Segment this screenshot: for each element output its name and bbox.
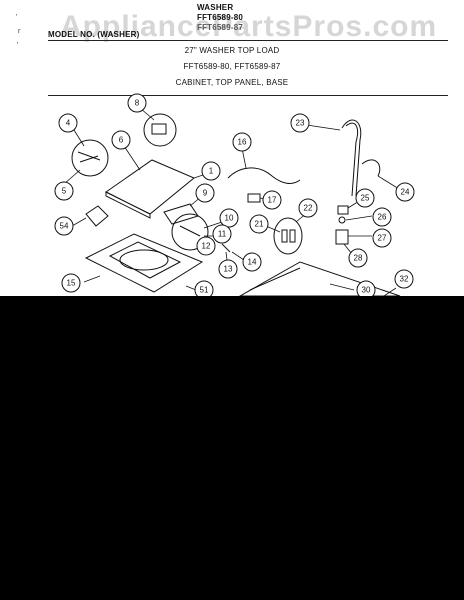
hose-coupling bbox=[337, 205, 349, 215]
svg-text:6: 6 bbox=[119, 136, 124, 145]
top-panel-frame bbox=[84, 233, 204, 293]
model-number-secondary: FFT6589-87 bbox=[197, 23, 244, 32]
svg-text:28: 28 bbox=[354, 254, 363, 263]
exploded-view-drawing: 4 8 6 1 5 16 23 9 17 25 24 54 10 11 12 2… bbox=[54, 93, 415, 296]
svg-text:24: 24 bbox=[401, 188, 410, 197]
svg-text:54: 54 bbox=[60, 222, 69, 231]
margin-mark: r bbox=[18, 28, 21, 35]
hose-guide bbox=[361, 159, 381, 177]
svg-text:5: 5 bbox=[62, 187, 67, 196]
callout-26[interactable]: 26 bbox=[372, 207, 392, 227]
model-number: FFT6589-80 bbox=[197, 13, 244, 22]
callout-5[interactable]: 5 bbox=[54, 181, 74, 201]
svg-text:23: 23 bbox=[296, 119, 305, 128]
blank-region bbox=[0, 296, 464, 600]
callout-11[interactable]: 11 bbox=[212, 224, 232, 244]
callout-21[interactable]: 21 bbox=[249, 214, 269, 234]
callout-12[interactable]: 12 bbox=[196, 236, 216, 256]
diagram-section: CABINET, TOP PANEL, BASE bbox=[175, 78, 289, 87]
callout-10[interactable]: 10 bbox=[219, 208, 239, 228]
callout-8[interactable]: 8 bbox=[127, 93, 147, 113]
svg-text:27: 27 bbox=[378, 234, 387, 243]
callout-9[interactable]: 9 bbox=[195, 183, 215, 203]
callout-30[interactable]: 30 bbox=[356, 280, 376, 296]
title-rule bbox=[48, 95, 448, 96]
callout-16[interactable]: 16 bbox=[232, 132, 252, 152]
appliance-label: WASHER bbox=[197, 3, 234, 12]
model-label: MODEL NO. (WASHER) bbox=[48, 30, 140, 39]
lid-switch-detail bbox=[143, 113, 177, 147]
diagram-title: 27" WASHER TOP LOAD bbox=[184, 46, 280, 55]
svg-text:9: 9 bbox=[203, 189, 208, 198]
svg-text:26: 26 bbox=[378, 213, 387, 222]
callout-51[interactable]: 51 bbox=[194, 280, 214, 296]
svg-text:12: 12 bbox=[202, 242, 211, 251]
svg-text:1: 1 bbox=[209, 167, 214, 176]
callout-14[interactable]: 14 bbox=[242, 252, 262, 272]
bracket-detail bbox=[273, 217, 303, 255]
svg-text:22: 22 bbox=[304, 204, 313, 213]
cabinet-base bbox=[238, 261, 401, 296]
callout-13[interactable]: 13 bbox=[218, 259, 238, 279]
callout-6[interactable]: 6 bbox=[111, 130, 131, 150]
svg-text:32: 32 bbox=[400, 275, 409, 284]
top-panel-opening bbox=[108, 241, 182, 279]
switch-detail bbox=[171, 213, 209, 251]
svg-text:21: 21 bbox=[255, 220, 264, 229]
svg-text:4: 4 bbox=[66, 119, 71, 128]
callout-23[interactable]: 23 bbox=[290, 113, 310, 133]
lid-panel-edge bbox=[105, 191, 151, 219]
drain-hose bbox=[345, 122, 359, 197]
lid-panel bbox=[105, 159, 195, 215]
diagram-models: FFT6589-80, FFT6589-87 bbox=[183, 62, 281, 71]
callout-1[interactable]: 1 bbox=[201, 161, 221, 181]
svg-text:11: 11 bbox=[218, 230, 227, 239]
svg-text:17: 17 bbox=[268, 196, 277, 205]
parts-diagram-sheet: AppliancePartsPros.com ' r ' WASHER FFT6… bbox=[0, 0, 464, 296]
margin-mark: ' bbox=[17, 42, 19, 49]
fill-hose bbox=[227, 167, 301, 184]
callout-4[interactable]: 4 bbox=[58, 113, 78, 133]
callout-24[interactable]: 24 bbox=[395, 182, 415, 202]
callout-25[interactable]: 25 bbox=[355, 188, 375, 208]
o-ring bbox=[338, 216, 346, 224]
callout-28[interactable]: 28 bbox=[348, 248, 368, 268]
svg-text:14: 14 bbox=[248, 258, 257, 267]
callout-17[interactable]: 17 bbox=[262, 190, 282, 210]
callout-32[interactable]: 32 bbox=[394, 269, 414, 289]
callout-15[interactable]: 15 bbox=[61, 273, 81, 293]
hose-clamp bbox=[247, 193, 261, 203]
svg-text:15: 15 bbox=[67, 279, 76, 288]
screw bbox=[221, 243, 231, 253]
callout-27[interactable]: 27 bbox=[372, 228, 392, 248]
svg-text:10: 10 bbox=[225, 214, 234, 223]
margin-mark: ' bbox=[16, 14, 18, 21]
svg-text:25: 25 bbox=[361, 194, 370, 203]
svg-text:30: 30 bbox=[362, 286, 371, 295]
svg-text:13: 13 bbox=[224, 265, 233, 274]
tub-clip bbox=[85, 205, 109, 227]
callout-22[interactable]: 22 bbox=[298, 198, 318, 218]
hose-adapter bbox=[335, 229, 349, 245]
hinge-detail bbox=[71, 139, 109, 177]
header-rule bbox=[48, 40, 448, 41]
svg-text:16: 16 bbox=[238, 138, 247, 147]
svg-text:51: 51 bbox=[200, 286, 209, 295]
svg-text:8: 8 bbox=[135, 99, 140, 108]
callout-54[interactable]: 54 bbox=[54, 216, 74, 236]
